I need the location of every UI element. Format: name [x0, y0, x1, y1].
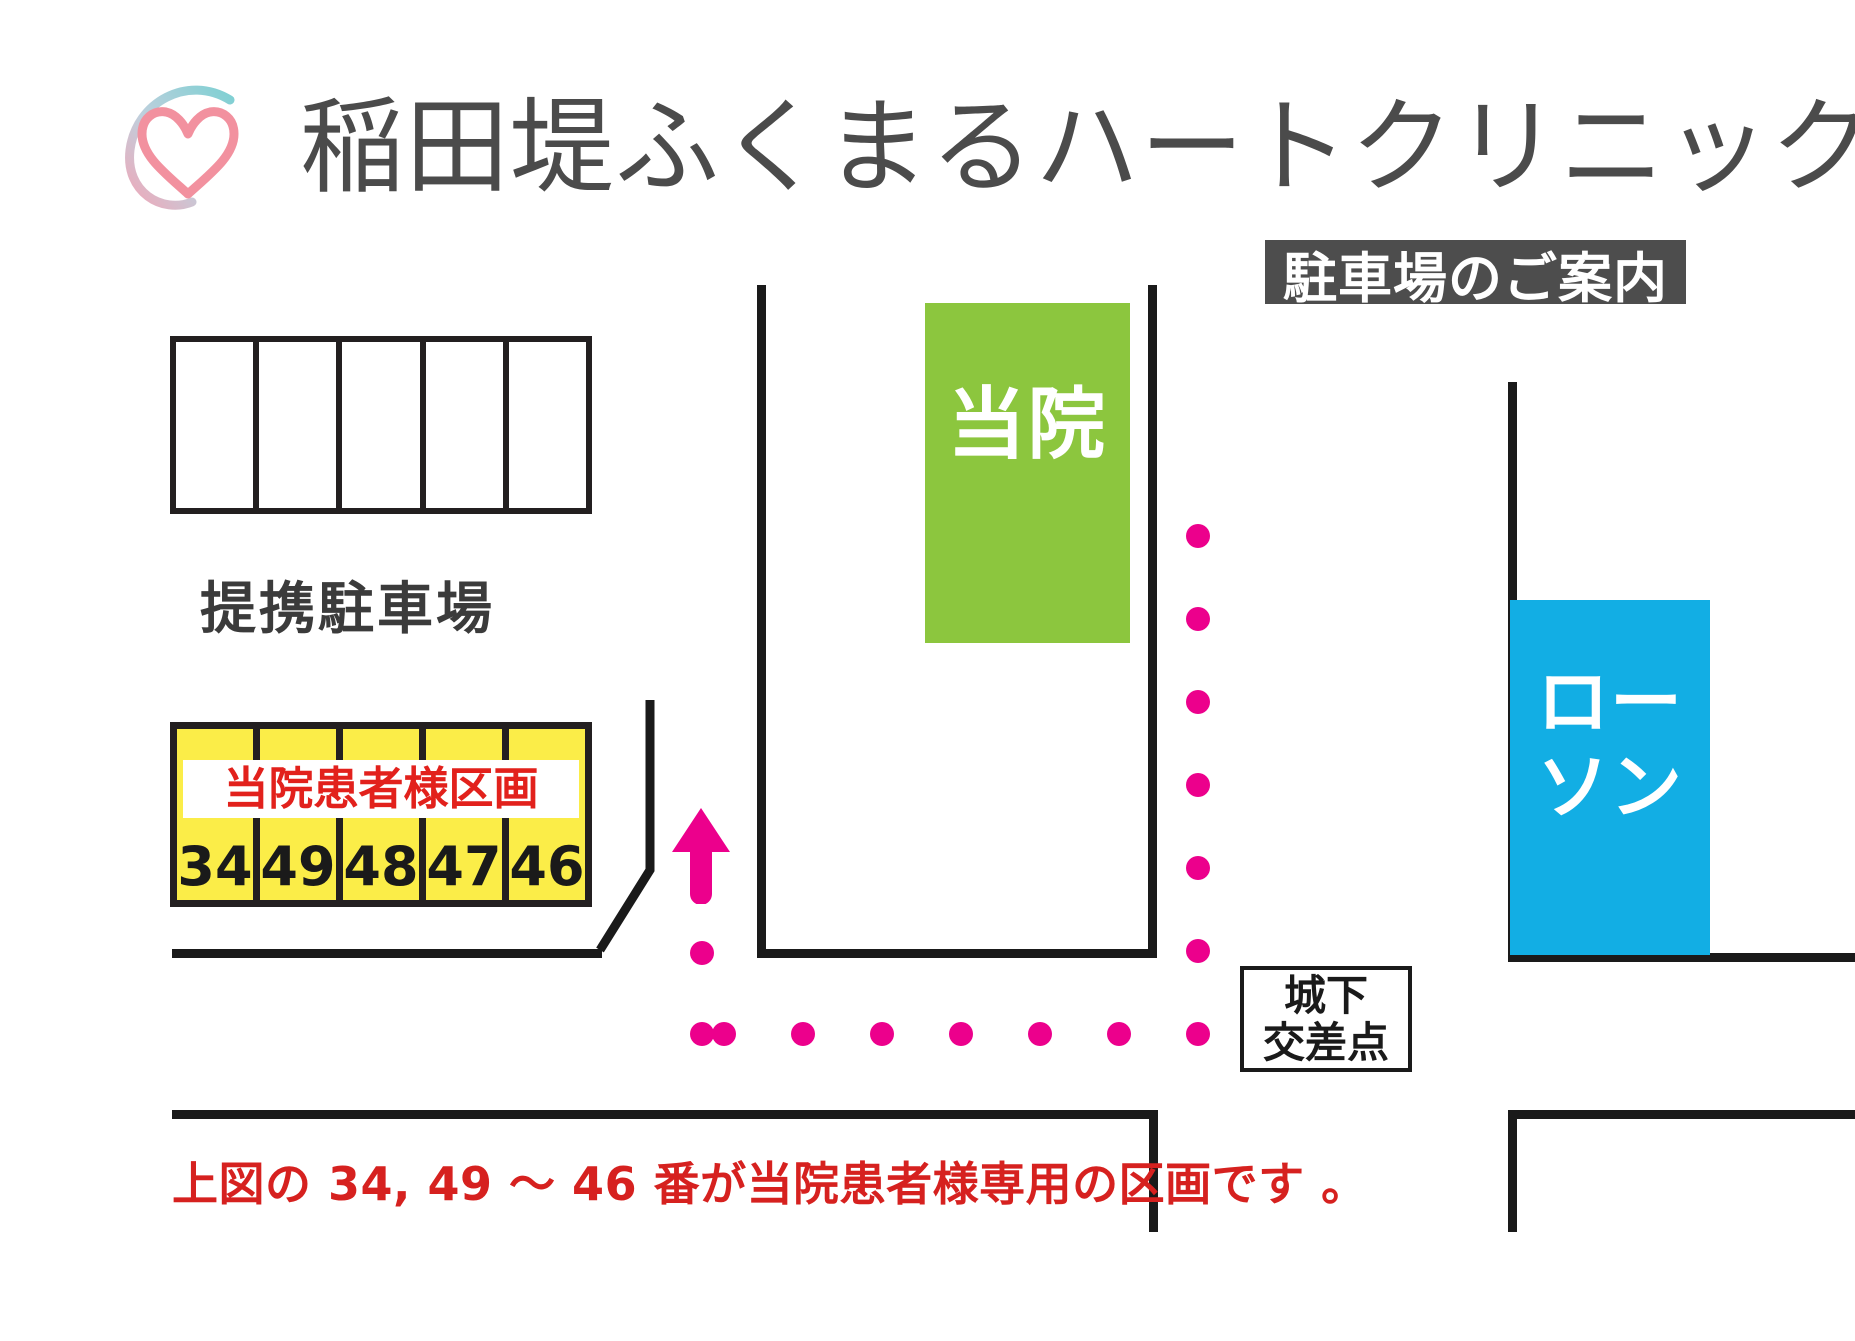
road-vertical-left	[757, 285, 766, 958]
route-dot	[690, 941, 714, 965]
route-dot	[1186, 856, 1210, 880]
lawson-store-label: ローソン	[1536, 660, 1683, 829]
parking-slot-empty	[342, 342, 426, 508]
footer-caption: 上図の 34, 49 ～ 46 番が当院患者様専用の区画です 。	[172, 1157, 1368, 1211]
up-arrow-icon	[672, 808, 730, 905]
route-dot	[1186, 773, 1210, 797]
stall-number: 48	[343, 835, 419, 898]
route-dot	[1186, 939, 1210, 963]
route-dot	[1186, 524, 1210, 548]
clinic-building-block: 当院	[925, 303, 1130, 643]
stall-number: 47	[426, 835, 502, 898]
stall-number: 34	[177, 835, 253, 898]
intersection-label-line1: 城下	[1283, 971, 1368, 1020]
intersection-label: 城下 交差点	[1240, 966, 1412, 1072]
stall-number: 49	[260, 835, 336, 898]
road-vertical-center	[1148, 285, 1157, 958]
page-title: 稲田堤ふくまるハートクリニック	[300, 86, 1855, 208]
route-dot	[1186, 1022, 1210, 1046]
status-badge: 駐車場のご案内	[1265, 240, 1686, 310]
parking-slot-empty	[425, 342, 509, 508]
route-dot	[690, 1022, 714, 1046]
partner-parking-label: 提携駐車場	[200, 577, 495, 642]
route-dot	[1107, 1022, 1131, 1046]
intersection-label-line2: 交差点	[1262, 1018, 1389, 1067]
poster-header: 稲田堤ふくまるハートクリニック	[0, 0, 1855, 230]
road-horizontal-right-upper	[1508, 953, 1855, 962]
stall-number: 46	[509, 835, 585, 898]
road-horizontal-clinic-bottom	[757, 949, 1157, 958]
road-horizontal-lower-right	[1508, 1110, 1855, 1119]
road-vertical-lower-right-stub	[1508, 1110, 1517, 1232]
patient-zone-banner-label: 当院患者様区画	[223, 762, 539, 815]
route-dot	[1028, 1022, 1052, 1046]
clinic-building-label: 当院	[947, 380, 1108, 470]
road-horizontal-lower-left	[172, 1110, 1158, 1119]
route-dot	[1186, 690, 1210, 714]
lawson-store-block: ローソン	[1510, 600, 1710, 955]
parking-slot-empty	[259, 342, 343, 508]
partner-parking-empty-slots	[170, 336, 592, 514]
route-dot	[949, 1022, 973, 1046]
route-dot	[712, 1022, 736, 1046]
parking-slot-empty	[508, 342, 587, 508]
patient-zone-banner: 当院患者様区画	[183, 760, 579, 818]
route-dot	[870, 1022, 894, 1046]
route-dot	[791, 1022, 815, 1046]
route-dot	[1186, 607, 1210, 631]
road-horizontal-parking-edge	[172, 949, 602, 958]
road-vertical-lower-left-stub	[1149, 1110, 1158, 1232]
heart-swoosh-logo-icon	[118, 78, 258, 210]
parking-slot-empty	[176, 342, 260, 508]
road-diagonal-connector	[596, 700, 655, 953]
